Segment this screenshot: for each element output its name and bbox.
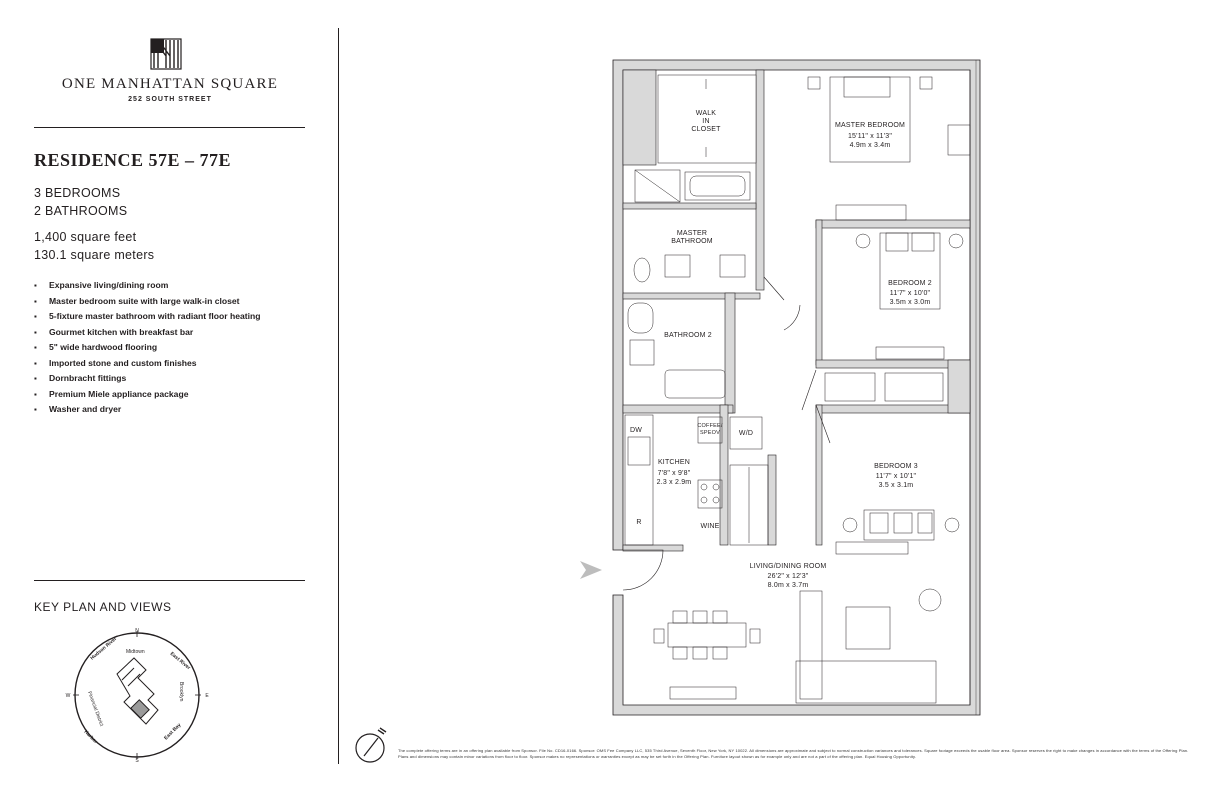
feature-item: 5-fixture master bathroom with radiant f… — [34, 309, 261, 325]
bedroom2-dim-m: 3.5m x 3.0m — [890, 299, 931, 306]
view-label: East Bay — [163, 722, 182, 741]
master-bedroom-dim-ft: 15'11" x 11'3" — [848, 133, 892, 140]
view-label: Brooklyn — [178, 682, 184, 702]
coffee-label-1: COFFEE/ — [697, 423, 723, 429]
kitchen-dim-ft: 7'8" x 9'8" — [658, 470, 691, 477]
coffee-label-2: SPEOV — [700, 430, 720, 436]
compass-south: S — [135, 758, 139, 763]
feature-item: Expansive living/dining room — [34, 278, 261, 294]
north-arrow-icon — [355, 727, 387, 763]
view-label: Midtown — [126, 649, 145, 655]
feature-item: Dornbracht fittings — [34, 371, 261, 387]
compass-east: E — [205, 693, 209, 699]
view-label: Hudson River — [89, 636, 118, 662]
wine-label: WINE — [700, 523, 719, 530]
view-label: Financial District — [86, 691, 104, 728]
refrigerator-label: R — [636, 519, 641, 526]
legal-disclaimer: The complete offering terms are in an of… — [398, 748, 1189, 759]
bathroom-count: 2 BATHROOMS — [34, 204, 128, 218]
view-label: East River — [169, 651, 192, 671]
living-dining-dim-ft: 26'2" x 12'3" — [768, 573, 809, 580]
walk-in-closet-label-2: IN — [702, 118, 709, 125]
fixtures — [624, 74, 971, 704]
feature-item: 5" wide hardwood flooring — [34, 340, 261, 356]
feature-item: Master bedroom suite with large walk-in … — [34, 294, 261, 310]
brand-name: ONE MANHATTAN SQUARE — [61, 76, 279, 92]
info-panel: ONE MANHATTAN SQUARE 252 SOUTH STREET RE… — [0, 0, 340, 792]
area-square-feet: 1,400 square feet — [34, 230, 137, 244]
divider — [34, 127, 305, 128]
dishwasher-label: DW — [630, 427, 642, 434]
washer-dryer-label: W/D — [739, 430, 753, 437]
bedroom-count: 3 BEDROOMS — [34, 186, 121, 200]
building-footprint-icon — [116, 657, 159, 725]
key-plan-title: KEY PLAN AND VIEWS — [34, 600, 172, 614]
vertical-divider — [338, 28, 339, 764]
bedroom3-dim-m: 3.5 x 3.1m — [879, 482, 914, 489]
bedroom3-dim-ft: 11'7" x 10'1" — [876, 473, 917, 480]
kitchen-label: KITCHEN — [658, 459, 690, 466]
area-square-meters: 130.1 square meters — [34, 248, 155, 262]
feature-list: Expansive living/dining room Master bedr… — [34, 278, 261, 418]
bathroom2-label: BATHROOM 2 — [664, 332, 712, 339]
walk-in-closet-label-3: CLOSET — [691, 126, 721, 133]
doors — [622, 276, 831, 591]
feature-item: Washer and dryer — [34, 402, 261, 418]
compass-west: W — [66, 693, 71, 699]
residence-title: RESIDENCE 57E – 77E — [34, 150, 232, 170]
master-bathroom-label-1: MASTER — [677, 230, 707, 237]
kitchen-dim-m: 2.3 x 2.9m — [657, 479, 692, 486]
compass-north: N — [135, 628, 139, 634]
entry-arrow-icon — [580, 561, 602, 579]
feature-item: Premium Miele appliance package — [34, 387, 261, 403]
living-dining-label: LIVING/DINING ROOM — [750, 563, 827, 570]
brand-logo-icon — [150, 38, 182, 70]
master-bedroom-label: MASTER BEDROOM — [835, 122, 905, 129]
bedroom3-label: BEDROOM 3 — [874, 463, 918, 470]
bedroom2-label: BEDROOM 2 — [888, 280, 932, 287]
master-bedroom-dim-m: 4.9m x 3.4m — [850, 142, 891, 149]
key-plan-compass: N S W E Hudson River Midtown East River … — [66, 628, 210, 763]
bedroom2-dim-ft: 11'7" x 10'0" — [890, 290, 931, 297]
view-label: Harbor — [83, 729, 99, 745]
feature-item: Imported stone and custom finishes — [34, 356, 261, 372]
walk-in-closet-label-1: WALK — [696, 110, 717, 117]
interior-walls — [622, 69, 971, 552]
master-bathroom-label-2: BATHROOM — [671, 238, 713, 245]
living-dining-dim-m: 8.0m x 3.7m — [768, 582, 809, 589]
brand-address: 252 SOUTH STREET — [128, 96, 212, 103]
floor-plan: WALK IN CLOSET MASTER BEDROOM 15'11" x 1… — [580, 59, 981, 716]
feature-item: Gourmet kitchen with breakfast bar — [34, 325, 261, 341]
divider — [34, 580, 305, 581]
